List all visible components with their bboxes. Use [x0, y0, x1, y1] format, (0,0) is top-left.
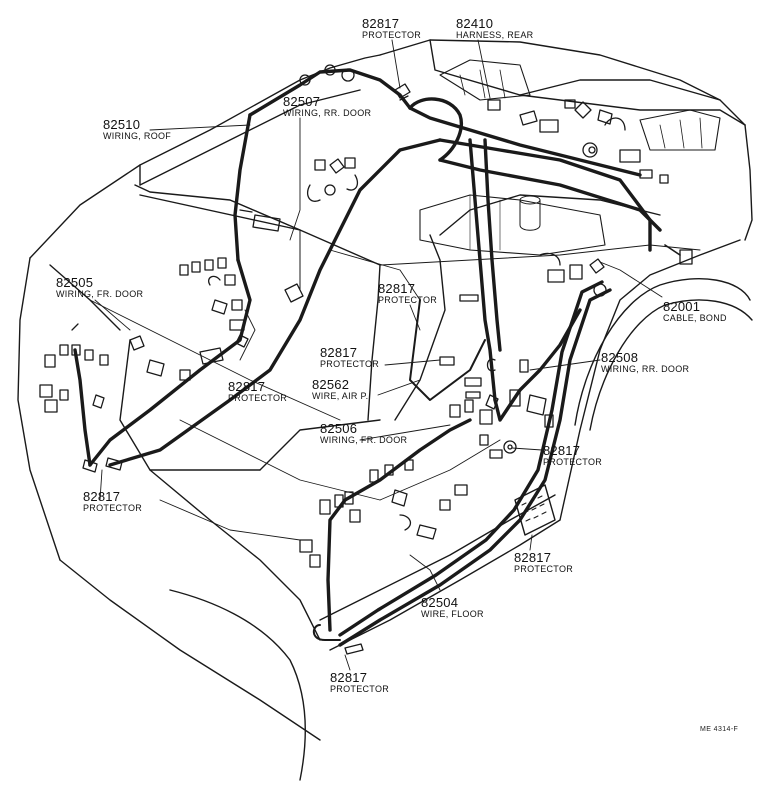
part-name: PROTECTOR	[543, 456, 603, 467]
callout-protector-center: 82817 PROTECTOR	[320, 346, 379, 369]
callout-protector-right-mid: 82817 PROTECTOR	[543, 444, 602, 467]
part-number: 82817	[228, 379, 266, 394]
part-number: 82410	[456, 16, 494, 31]
part-name: PROTECTOR	[378, 294, 438, 305]
part-name: WIRING, FR. DOOR	[56, 288, 144, 299]
part-name: PROTECTOR	[83, 502, 143, 513]
part-number: 82506	[320, 421, 358, 436]
part-number: 82505	[56, 275, 94, 290]
part-number: 82504	[421, 595, 459, 610]
part-name: WIRING, ROOF	[103, 130, 172, 141]
callout-protector-roof: 82817 PROTECTOR	[362, 17, 421, 40]
part-number: 82562	[312, 377, 350, 392]
callout-protector-bottom: 82817 PROTECTOR	[330, 671, 389, 694]
part-number: 82817	[514, 550, 552, 565]
callout-wire-air-p: 82562 WIRE, AIR P.	[312, 378, 368, 401]
part-name: PROTECTOR	[514, 563, 574, 574]
part-name: PROTECTOR	[362, 29, 422, 40]
part-name: CABLE, BOND	[663, 312, 727, 323]
connector-clusters	[39, 64, 693, 655]
part-number: 82510	[103, 117, 141, 132]
callout-wire-floor: 82504 WIRE, FLOOR	[421, 596, 484, 619]
callout-cable-bond: 82001 CABLE, BOND	[663, 300, 727, 323]
callout-wiring-fr-door-center: 82506 WIRING, FR. DOOR	[320, 422, 407, 445]
part-number: 82508	[601, 350, 639, 365]
callout-harness-rear: 82410 HARNESS, REAR	[456, 17, 533, 40]
figure-reference: ME 4314-F	[700, 726, 739, 733]
part-number: 82817	[543, 443, 581, 458]
part-number: 82817	[320, 345, 358, 360]
callout-protector-pad: 82817 PROTECTOR	[514, 551, 573, 574]
part-name: HARNESS, REAR	[456, 29, 534, 40]
callout-protector-left-mid: 82817 PROTECTOR	[228, 380, 287, 403]
part-number: 82817	[330, 670, 368, 685]
callout-protector-center-upper: 82817 PROTECTOR	[378, 282, 437, 305]
callout-wiring-fr-door-left: 82505 WIRING, FR. DOOR	[56, 276, 143, 299]
part-name: PROTECTOR	[228, 392, 288, 403]
callout-wiring-roof: 82510 WIRING, ROOF	[103, 118, 171, 141]
part-name: WIRING, FR. DOOR	[320, 434, 408, 445]
callout-wiring-rr-door-upper: 82507 WIRING, RR. DOOR	[283, 95, 371, 118]
leader-lines	[94, 39, 663, 671]
part-name: PROTECTOR	[320, 358, 380, 369]
part-name: WIRING, RR. DOOR	[601, 363, 690, 374]
part-number: 82817	[83, 489, 121, 504]
part-number: 82507	[283, 94, 321, 109]
callout-protector-lower-left: 82817 PROTECTOR	[83, 490, 142, 513]
part-number: 82817	[362, 16, 400, 31]
part-name: WIRE, AIR P.	[312, 390, 369, 401]
part-name: WIRING, RR. DOOR	[283, 107, 372, 118]
part-number: 82817	[378, 281, 416, 296]
part-name: WIRE, FLOOR	[421, 608, 484, 619]
part-name: PROTECTOR	[330, 683, 390, 694]
car-body-outline	[17, 39, 753, 781]
callout-wiring-rr-door-lower: 82508 WIRING, RR. DOOR	[601, 351, 689, 374]
part-number: 82001	[663, 299, 701, 314]
